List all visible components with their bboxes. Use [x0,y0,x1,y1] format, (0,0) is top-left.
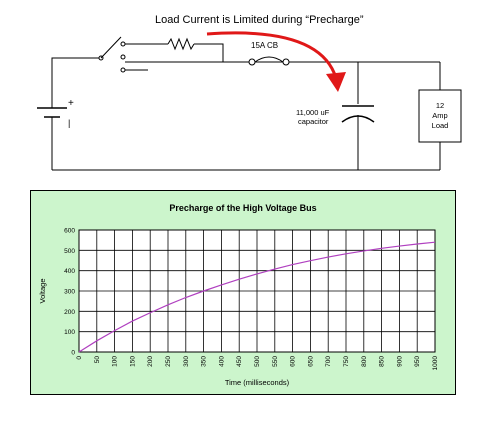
battery-plus-label: + [68,98,74,109]
chart-panel: Precharge of the High Voltage Bus 0 50 100… [30,190,456,395]
capacitor-label-1: 11,000 uF [296,108,330,117]
x-tick-label: 350 [201,356,208,367]
series-line [78,241,436,353]
x-tick-label: 950 [414,356,421,367]
x-tick-label: 300 [183,356,190,367]
y-tick-label: 100 [64,329,75,336]
x-tick-label: 450 [236,356,243,367]
x-tick-label: 750 [343,356,350,367]
precharge-resistor [167,37,195,51]
precharge-wire-right [194,43,224,62]
x-tick-label: 400 [218,356,225,367]
x-tick-label: 50 [94,356,101,364]
x-tick-label: 1000 [432,356,439,371]
switch-contact-bottom [120,67,126,73]
x-tick-label: 600 [290,356,297,367]
x-tick-label: 850 [379,356,386,367]
y-axis-label: Voltage [38,278,47,303]
y-tick-label: 0 [71,350,75,357]
y-tick-label: 500 [64,248,75,255]
load-label-2: Amp [432,111,447,120]
chart-title: Precharge of the High Voltage Bus [169,203,316,213]
switch-contact-mid [120,54,126,60]
breaker-terminal-left [248,58,256,66]
y-tick-label: 600 [64,228,75,235]
capacitor-label-2: capacitor [298,117,329,126]
battery-minus-label: | [68,118,70,128]
breaker-label: 15A CB [251,41,278,50]
x-tick-label: 550 [272,356,279,367]
current-arrow [206,31,338,79]
breaker-arc [254,56,284,63]
x-tick-label: 500 [254,356,261,367]
y-tick-label: 300 [64,289,75,296]
x-tick-label: 650 [307,356,314,367]
x-axis-label: Time (milliseconds) [225,378,290,387]
tick-labels: 0 50 100 150 200 250 300 350 400 450 500 550 600 650 7… [64,228,439,371]
diagram-headline: Load Current is Limited during “Precharg… [155,14,364,26]
x-tick-label: 800 [361,356,368,367]
x-tick-label: 0 [76,356,83,360]
circuit-wire-main [51,57,100,170]
grid-lines [78,229,436,353]
switch-blade [100,36,122,59]
y-tick-label: 200 [64,309,75,316]
x-tick-label: 250 [165,356,172,367]
current-arrow-head [326,72,346,92]
circuit-diagram: + | 15A CB 11,000 uF capacitor 12 Amp Lo… [36,31,462,171]
breaker-terminal-right [282,58,290,66]
series-layer [78,241,436,353]
load-label-1: 12 [436,101,444,110]
x-tick-label: 200 [147,356,154,367]
y-tick-label: 400 [64,268,75,275]
x-tick-label: 100 [112,356,119,367]
precharge-chart: Precharge of the High Voltage Bus 0 50 100… [38,203,439,387]
x-tick-label: 900 [396,356,403,367]
load-label-3: Load [432,121,449,130]
x-tick-label: 700 [325,356,332,367]
x-tick-label: 150 [129,356,136,367]
switch-contact-top [120,41,126,47]
